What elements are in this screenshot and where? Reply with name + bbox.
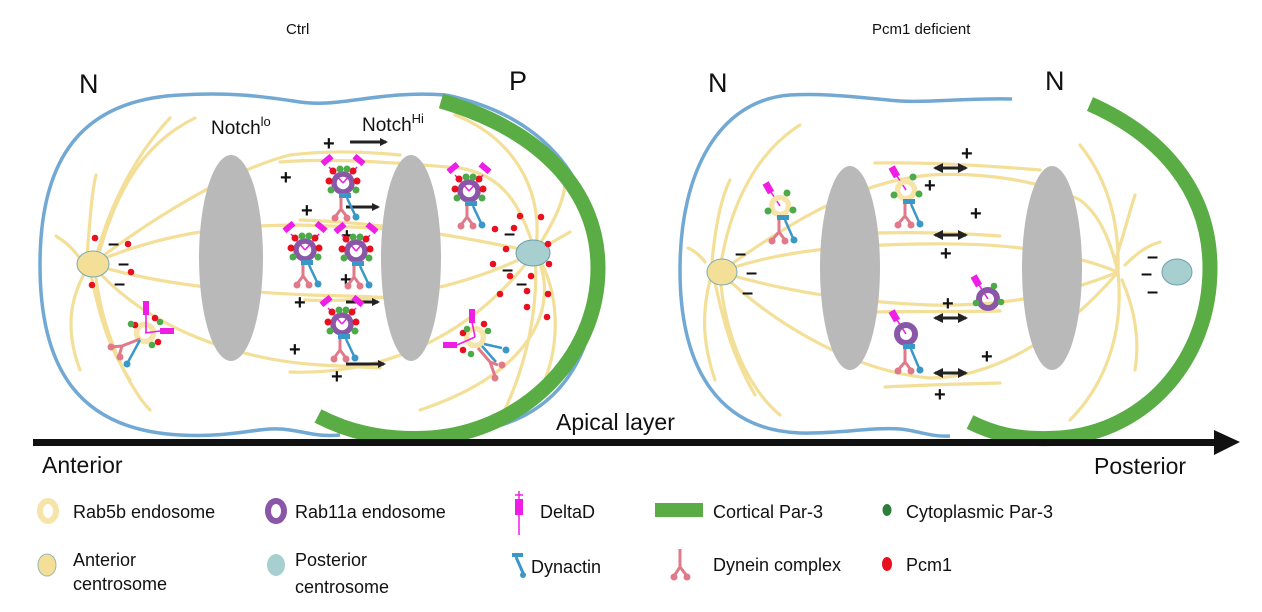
- cortical-par3-crescent: [314, 93, 606, 446]
- panel-title-ctrl: Ctrl: [286, 21, 309, 38]
- svg-text:centrosome: centrosome: [73, 574, 167, 594]
- plus-signs-pcm1: + + + + + + +: [924, 143, 993, 406]
- legend-item-cytoplasmic-par3: Cytoplasmic Par-3: [882, 502, 1053, 522]
- svg-text:–: –: [1147, 281, 1158, 303]
- legend-item-rab11a: Rab11a endosome: [265, 498, 446, 524]
- pole-label-right: P: [509, 66, 527, 96]
- cell-membrane-2: [678, 92, 1013, 438]
- rab5b-endosome-cargo: [107, 301, 510, 382]
- deltad-icon: [515, 491, 523, 535]
- pole-label-left: N: [79, 69, 99, 99]
- chromosome-plate-posterior-2: [1022, 166, 1082, 370]
- svg-text:–: –: [118, 253, 129, 275]
- dynein-complex-icon: [670, 549, 691, 581]
- dynactin-icon: [512, 553, 526, 578]
- pole-label-right-2: N: [1045, 66, 1065, 96]
- legend-item-cortical-par3: Cortical Par-3: [655, 502, 823, 522]
- posterior-label: Posterior: [1094, 453, 1186, 479]
- svg-text:+: +: [981, 346, 993, 368]
- posterior-centrosome-2: [1161, 258, 1193, 286]
- axis-arrowhead: [1214, 430, 1240, 455]
- svg-text:Pcm1: Pcm1: [906, 555, 952, 575]
- svg-text:+: +: [289, 339, 301, 361]
- rab5b-endosome-icon: [37, 498, 59, 524]
- axis-bar: [33, 439, 1218, 446]
- pcm1-icon: [882, 557, 892, 571]
- legend-item-dynein: Dynein complex: [670, 549, 841, 581]
- svg-text:Cytoplasmic Par-3: Cytoplasmic Par-3: [906, 502, 1053, 522]
- legend-item-pcm1: Pcm1: [882, 555, 952, 575]
- cortical-par3-icon: [655, 503, 703, 517]
- svg-text:+: +: [331, 366, 343, 388]
- svg-text:–: –: [114, 273, 125, 295]
- svg-text:Dynactin: Dynactin: [531, 557, 601, 577]
- minus-signs-pcm1: – – – – – –: [735, 243, 1158, 304]
- svg-text:+: +: [970, 203, 982, 225]
- svg-text:+: +: [280, 167, 292, 189]
- panel-title-pcm1: Pcm1 deficient: [872, 21, 971, 38]
- notch-low-label: Notchlo: [211, 114, 271, 139]
- svg-text:–: –: [504, 223, 515, 245]
- legend-item-anterior-centrosome: Anterior centrosome: [37, 550, 167, 594]
- svg-text:+: +: [942, 293, 954, 315]
- svg-text:–: –: [516, 273, 527, 295]
- legend-item-dynactin: Dynactin: [512, 553, 601, 578]
- pcm1-dots-anterior: [88, 234, 135, 289]
- anterior-centrosome-2: [706, 258, 738, 286]
- svg-text:Rab5b endosome: Rab5b endosome: [73, 502, 215, 522]
- svg-text:–: –: [735, 243, 746, 265]
- panel-pcm1-deficient: Pcm1 deficient N N: [678, 21, 1218, 447]
- chromosome-plate-posterior: [381, 155, 441, 361]
- svg-text:+: +: [323, 133, 335, 155]
- panel-ctrl: Ctrl N P: [38, 21, 606, 446]
- chromosome-plate-anterior-2: [820, 166, 880, 370]
- chromosome-plate-anterior: [199, 155, 263, 361]
- svg-text:–: –: [108, 233, 119, 255]
- bidirectional-transport-arrows: [933, 163, 968, 378]
- svg-text:–: –: [742, 282, 753, 304]
- svg-text:Anterior: Anterior: [73, 550, 136, 570]
- svg-text:+: +: [940, 243, 952, 265]
- svg-text:+: +: [340, 269, 352, 291]
- svg-text:–: –: [746, 262, 757, 284]
- anterior-centrosome: [76, 250, 110, 278]
- posterior-centrosome: [515, 239, 551, 267]
- svg-text:+: +: [934, 384, 946, 406]
- legend-item-rab5b: Rab5b endosome: [37, 498, 215, 524]
- legend-item-posterior-centrosome: Posterior centrosome: [267, 550, 389, 597]
- legend-item-deltad: DeltaD: [515, 491, 595, 535]
- svg-text:+: +: [961, 143, 973, 165]
- legend: Rab5b endosome Rab11a endosome DeltaD Co…: [37, 491, 1053, 597]
- cortical-par3-crescent-2: [966, 97, 1218, 447]
- rab11a-endosome-icon: [265, 498, 287, 524]
- svg-text:+: +: [301, 200, 313, 222]
- svg-text:+: +: [294, 292, 306, 314]
- spindle-microtubules-2: [686, 123, 1162, 422]
- svg-text:DeltaD: DeltaD: [540, 502, 595, 522]
- svg-text:Rab11a endosome: Rab11a endosome: [295, 502, 446, 522]
- anterior-centrosome-icon: [37, 553, 57, 577]
- minus-signs-ctrl: – – – – – –: [108, 223, 527, 295]
- svg-text:–: –: [1147, 246, 1158, 268]
- endosomes-pcm1: [763, 165, 1005, 375]
- svg-text:Cortical Par-3: Cortical Par-3: [713, 502, 823, 522]
- pcm1-dots-posterior: [489, 212, 553, 321]
- apical-layer-label: Apical layer: [556, 409, 675, 435]
- cell-membrane: [38, 92, 447, 438]
- svg-text:–: –: [502, 259, 513, 281]
- svg-text:Dynein complex: Dynein complex: [713, 555, 841, 575]
- svg-text:Posterior: Posterior: [295, 550, 367, 570]
- cytoplasmic-par3-icon: [882, 504, 892, 516]
- anterior-label: Anterior: [42, 452, 123, 478]
- svg-text:+: +: [924, 175, 936, 197]
- anterior-posterior-axis: Apical layer Anterior Posterior: [33, 409, 1240, 479]
- svg-text:centrosome: centrosome: [295, 577, 389, 597]
- notch-high-label: NotchHi: [362, 111, 424, 136]
- svg-text:–: –: [1141, 263, 1152, 285]
- pole-label-left-2: N: [708, 68, 728, 98]
- posterior-centrosome-icon: [267, 554, 285, 576]
